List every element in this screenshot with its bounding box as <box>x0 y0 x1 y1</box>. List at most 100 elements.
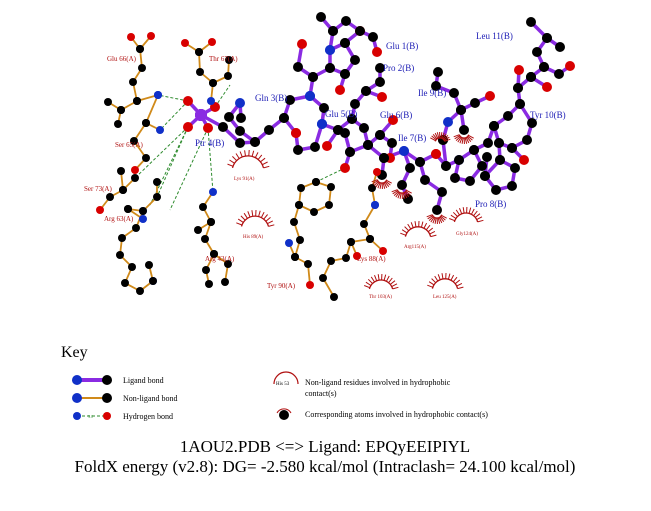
label-leu-125-a: Leu 125(A) <box>433 295 457 300</box>
oxygen-atom <box>96 206 104 214</box>
carbon-atom <box>310 208 318 216</box>
key-ligand-bond: Ligand bond <box>72 375 164 385</box>
carbon-atom <box>201 235 209 243</box>
carbon-atom <box>308 72 318 82</box>
carbon-atom <box>480 171 490 181</box>
carbon-atom <box>145 261 153 269</box>
nitrogen-atom <box>154 91 162 99</box>
carbon-atom <box>310 142 320 152</box>
carbon-atom <box>207 218 215 226</box>
oxygen-atom <box>306 281 314 289</box>
carbon-atom <box>494 138 504 148</box>
hydrophobic-contact-mark <box>426 214 447 225</box>
oxygen-atom <box>208 38 216 46</box>
carbon-atom <box>360 220 368 228</box>
hydrogen-bond <box>157 94 189 102</box>
nitrogen-atom <box>156 126 164 134</box>
nitrogen-atom <box>325 45 335 55</box>
oxygen-atom <box>127 33 135 41</box>
carbon-atom <box>142 119 150 127</box>
label-lys-88-a: Lys 88(A) <box>357 255 386 263</box>
carbon-atom <box>196 68 204 76</box>
carbon-atom <box>153 193 161 201</box>
nitrogen-atom <box>443 117 453 127</box>
carbon-atom <box>405 163 415 173</box>
hydrophobic-contact-mark <box>400 220 437 238</box>
label-ptr-4-b: Ptr 4(B) <box>195 138 224 148</box>
label-glu-66-a: Glu 66(A) <box>107 55 137 63</box>
hydrophobic-arc <box>368 279 394 290</box>
carbon-atom <box>397 180 407 190</box>
oxygen-atom <box>485 91 495 101</box>
carbon-atom <box>532 47 542 57</box>
carbon-atom <box>129 78 137 86</box>
carbon-atom <box>142 154 150 162</box>
carbon-atom <box>379 153 389 163</box>
carbon-atom <box>554 69 564 79</box>
oxygen-atom <box>297 39 307 49</box>
carbon-atom <box>341 16 351 26</box>
hydrogen-bonds <box>134 84 376 211</box>
oxygen-atom <box>565 61 575 71</box>
carbon-atom <box>542 33 552 43</box>
carbon-atom <box>522 135 532 145</box>
oxygen-atom <box>131 166 139 174</box>
carbon-atom <box>465 176 475 186</box>
nitrogen-atom <box>209 188 217 196</box>
carbon-atom <box>527 118 537 128</box>
carbon-atom <box>205 280 213 288</box>
hydrogen-bond <box>315 167 346 183</box>
nitrogen-atom <box>399 146 409 156</box>
carbon-atom <box>149 277 157 285</box>
carbon-atom <box>235 138 245 148</box>
carbon-atom <box>296 236 304 244</box>
carbon-atom <box>118 234 126 242</box>
nitrogen-atom <box>371 201 379 209</box>
carbon-atom <box>477 161 487 171</box>
residue-labels: Glu 66(A) Thr 67(A) Ser 65(A) Ser 73(A) … <box>84 55 386 290</box>
hydrophobic-contact-mark <box>449 206 484 223</box>
label-thr-67-a: Thr 67(A) <box>209 55 238 63</box>
carbon-atom <box>415 157 425 167</box>
carbon-atom <box>495 155 505 165</box>
carbon-atom <box>515 99 525 109</box>
hydrophobic-arc <box>404 226 432 237</box>
oxygen-atom <box>519 155 529 165</box>
carbon-atom <box>236 113 246 123</box>
carbon-atom <box>128 263 136 271</box>
oxygen-atom <box>431 149 441 159</box>
carbon-atom <box>375 63 385 73</box>
hydrogen-bond <box>134 126 189 179</box>
hydrophobic-contact-mark <box>391 189 412 200</box>
carbon-atom <box>194 226 202 234</box>
key-hydrophobic-residue: His 53 Non-ligand residues involved in h… <box>273 371 451 398</box>
hydrogen-bond <box>207 127 214 193</box>
carbon-atom <box>304 260 312 268</box>
carbon-atom <box>403 194 413 204</box>
oxygen-atom <box>388 115 398 125</box>
key-legend: Key Ligand bond Non-ligand bond 3.0 Hydr… <box>61 344 488 421</box>
label-ile-7-b: Ile 7(B) <box>398 133 426 143</box>
key-ligand-bond-label: Ligand bond <box>123 376 164 385</box>
nitrogen-atom <box>139 215 147 223</box>
carbon-atom <box>454 155 464 165</box>
carbon-atom <box>355 26 365 36</box>
nonligand-bond <box>145 94 159 124</box>
key-hydrophobic-atoms-label: Corresponding atoms involved in hydropho… <box>305 410 488 419</box>
carbon-atom <box>117 167 125 175</box>
carbon-atom <box>139 207 147 215</box>
carbon-atom <box>347 114 357 124</box>
hydrophobic-arc <box>453 212 479 223</box>
carbon-atom <box>297 184 305 192</box>
carbon-atom <box>117 106 125 114</box>
key-hydrophobic-residues-line1: Non-ligand residues involved in hydropho… <box>305 378 451 387</box>
carbon-atom <box>218 122 228 132</box>
carbon-atom <box>224 72 232 80</box>
carbon-atom <box>507 143 517 153</box>
key-nonligand-bond-label: Non-ligand bond <box>123 394 177 403</box>
hydrophobic-contacts <box>227 131 484 290</box>
oxygen-atom <box>340 163 350 173</box>
oxygen-atom <box>542 82 552 92</box>
carbon-atom <box>387 138 397 148</box>
